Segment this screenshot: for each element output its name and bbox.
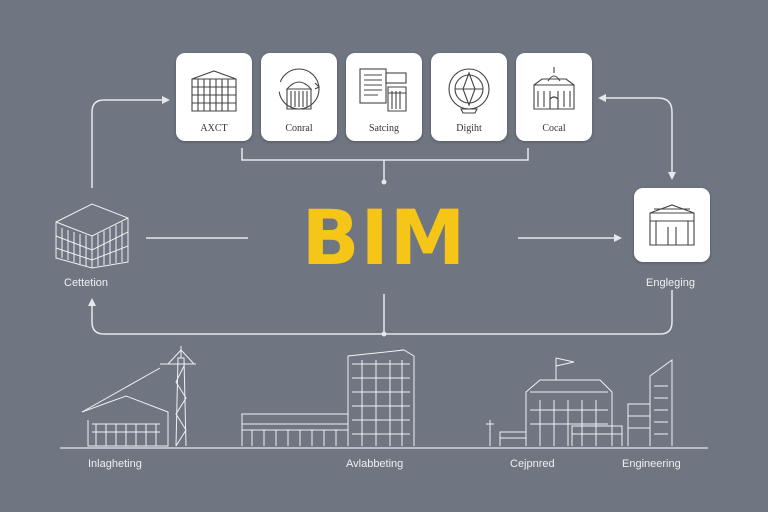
connector-right-top	[600, 97, 673, 178]
factory-icon	[525, 379, 613, 446]
bottom-label-3: Cejpnred	[510, 458, 555, 470]
arrowhead-right-top-in	[598, 94, 606, 102]
skyline-illustration	[81, 346, 673, 447]
diagram-title: BIM	[301, 193, 467, 282]
card-cocal[interactable]: Cocal	[516, 53, 592, 141]
palace-icon	[533, 67, 575, 110]
warehouse-icon	[81, 395, 169, 447]
bottom-label-2: Avlabbeting	[346, 458, 404, 470]
arrowhead-left-top	[162, 96, 170, 104]
arrowhead-mid-right	[614, 234, 622, 242]
right-node-label: Engleging	[646, 277, 695, 289]
crane-icon	[175, 357, 187, 447]
card-engleging[interactable]	[634, 188, 710, 262]
bottom-label-4: Engineering	[622, 458, 681, 470]
card-satcing[interactable]: Satcing	[346, 53, 422, 141]
card-label: Cocal	[542, 123, 566, 134]
box-building-icon	[649, 204, 695, 246]
wireframe-building-icon	[55, 203, 129, 269]
compass-icon	[448, 68, 490, 114]
connector-bottom-loop	[91, 290, 673, 335]
arrowhead-right-down	[668, 172, 676, 180]
card-label: Satcing	[369, 123, 399, 134]
connector-left-top	[91, 99, 168, 188]
left-node-label: Cettetion	[64, 277, 109, 289]
tower-icon	[347, 349, 415, 446]
arrowhead-left-up	[88, 298, 96, 306]
card-label: AXCT	[200, 123, 228, 134]
flag-icon	[555, 357, 575, 380]
top-cards-bracket	[241, 148, 529, 161]
building-icon	[191, 70, 237, 112]
card-label: Digiht	[456, 123, 482, 134]
card-axct[interactable]: AXCT	[176, 53, 252, 141]
documents-icon	[359, 68, 407, 112]
card-label: Conral	[285, 123, 313, 134]
rotunda-icon	[278, 68, 320, 110]
card-conral[interactable]: Conral	[261, 53, 337, 141]
card-digiht[interactable]: Digiht	[431, 53, 507, 141]
bottom-label-1: Inlagheting	[88, 458, 142, 470]
